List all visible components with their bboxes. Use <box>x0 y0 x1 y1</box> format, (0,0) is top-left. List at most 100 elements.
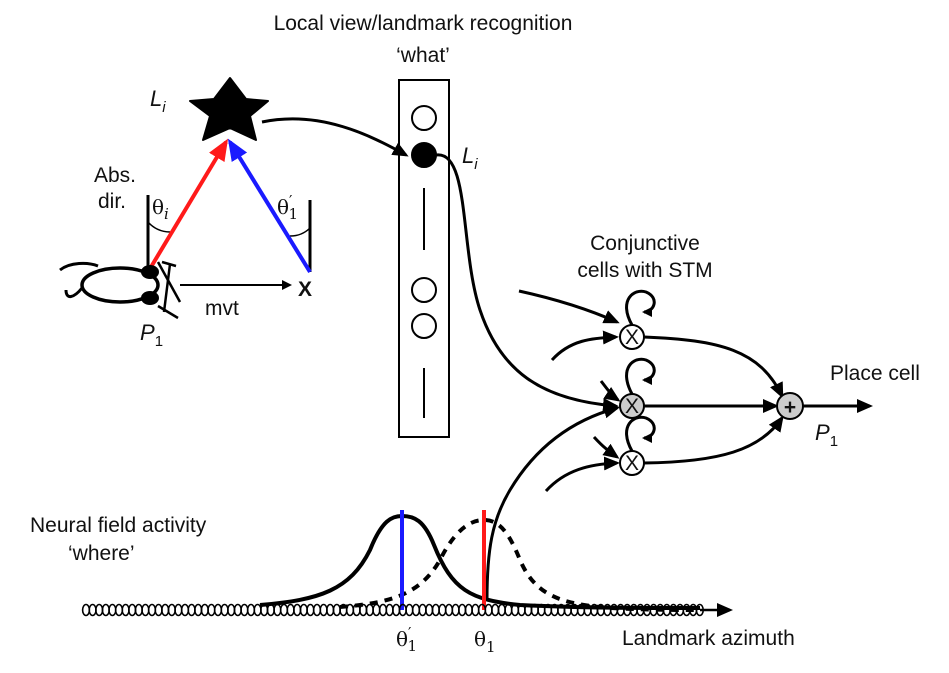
svg-text:X: X <box>625 395 639 418</box>
p1-label: P1 <box>140 320 163 350</box>
blue-direction-arrow <box>227 138 312 274</box>
neuron-unit <box>213 603 223 617</box>
neuron-unit <box>266 603 275 617</box>
view-cell-1 <box>411 105 437 131</box>
neuron-unit <box>88 603 97 617</box>
neuron-unit <box>411 603 421 617</box>
neuron-unit <box>332 603 341 617</box>
neuron-unit <box>312 603 322 617</box>
svg-text:X: X <box>625 326 639 349</box>
neuron-unit <box>134 603 144 617</box>
animal-icon <box>59 260 182 320</box>
neuron-unit <box>94 603 104 617</box>
neuron-unit <box>240 603 249 617</box>
neuron-unit <box>319 603 328 617</box>
neuron-unit <box>253 603 262 617</box>
neuron-unit <box>405 603 414 617</box>
input-arrow-4 <box>592 435 620 459</box>
conjunctive-cell-top: X <box>619 289 656 350</box>
what-subtitle: ‘what’ <box>396 44 450 67</box>
neuron-unit <box>147 603 157 617</box>
neuron-unit <box>425 603 434 617</box>
conjunctive-line2: cells with STM <box>577 259 712 282</box>
neuron-unit <box>167 603 177 617</box>
svg-text:X: X <box>625 452 639 475</box>
neuron-unit <box>286 603 295 617</box>
neuron-unit <box>299 603 308 617</box>
what-title: Local view/landmark recognition <box>274 12 573 35</box>
place-cell-label: Place cell <box>830 362 920 385</box>
input-arrow-5 <box>544 456 620 493</box>
neuron-unit <box>504 603 513 617</box>
neural-field-line1: Neural field activity <box>30 514 207 537</box>
input-arrow-2 <box>550 330 619 362</box>
neuron-unit <box>471 603 480 617</box>
landmark-label: Li <box>150 86 166 116</box>
landmark-star-icon <box>189 77 269 141</box>
neuron-unit <box>161 603 170 617</box>
neuron-unit <box>444 603 454 617</box>
neuron-unit <box>438 603 447 617</box>
neuron-unit <box>458 603 467 617</box>
neuron-unit <box>385 603 394 617</box>
neuron-unit <box>81 603 91 617</box>
neural-field-to-conjunctive-arrow <box>485 404 620 601</box>
neuron-unit <box>497 603 506 617</box>
neuron-unit <box>326 603 335 617</box>
neuron-unit <box>451 603 460 617</box>
neuron-unit <box>220 603 229 617</box>
neuron-unit <box>233 603 243 617</box>
neuron-unit <box>101 603 111 617</box>
neuron-unit <box>392 603 401 617</box>
view-cell-4 <box>411 313 437 339</box>
neuron-unit <box>200 603 210 617</box>
conjunctive-line1: Conjunctive <box>590 232 700 255</box>
neuron-unit <box>491 603 500 617</box>
neuron-unit <box>246 603 256 617</box>
recognition-column-box <box>398 79 450 438</box>
activity-curve-solid <box>259 513 701 610</box>
view-cell-active <box>411 142 437 168</box>
neuron-unit <box>227 603 236 617</box>
neuron-unit <box>207 603 216 617</box>
neuron-unit <box>464 603 473 617</box>
neuron-unit <box>174 603 183 617</box>
neuron-unit <box>365 603 374 617</box>
axis-theta1-label: θ1 <box>474 627 496 656</box>
neuron-unit <box>194 603 203 617</box>
neuron-unit <box>418 603 427 617</box>
conjunctive-cell-bottom: X <box>619 415 656 476</box>
neuron-unit <box>431 603 440 617</box>
theta-i-arc <box>147 221 171 233</box>
neuron-unit <box>141 603 150 617</box>
neuron-unit <box>484 603 493 617</box>
conj-bottom-to-sum-arrow <box>643 415 784 465</box>
neuron-unit <box>187 603 196 617</box>
neuron-unit <box>128 603 137 617</box>
abs-dir-line2: dir. <box>98 190 126 213</box>
star-to-view-cell-arrow <box>261 117 409 157</box>
neuron-unit <box>121 603 130 617</box>
red-direction-arrow <box>146 138 229 274</box>
neuron-unit <box>114 603 124 617</box>
neuron-unit <box>279 603 289 617</box>
x-position-label: X <box>298 278 312 301</box>
theta1-prime-arc <box>289 227 311 237</box>
theta1-prime-label: θ′1 <box>277 192 298 223</box>
view-to-conjunctive-arrow <box>435 153 619 412</box>
view-cell-3 <box>411 277 437 303</box>
sum-symbol: + <box>784 396 796 419</box>
neural-field-neuron-chain <box>81 603 704 617</box>
activity-curve-dashed <box>339 517 701 612</box>
conjunctive-cell-middle: X <box>619 357 656 419</box>
neural-field-line2: ‘where’ <box>68 542 135 565</box>
neuron-unit <box>378 603 388 617</box>
conj-top-to-sum-arrow <box>643 335 784 399</box>
abs-dir-line1: Abs. <box>94 164 136 187</box>
neuron-unit <box>306 603 315 617</box>
input-arrow-3 <box>599 380 621 402</box>
neuron-unit <box>108 603 117 617</box>
axis-theta1-prime-label: θ′1 <box>396 624 417 655</box>
mvt-label: mvt <box>205 297 239 320</box>
